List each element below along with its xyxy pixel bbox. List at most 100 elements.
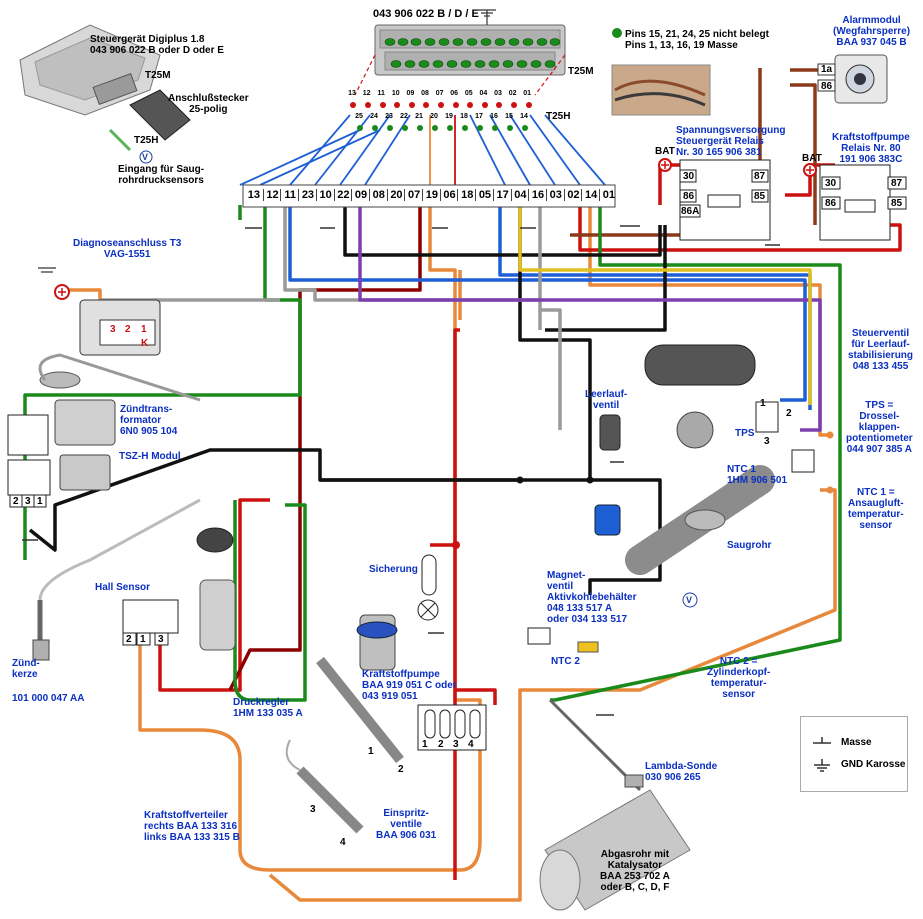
distributor [196,527,236,651]
connector-pin-16: 16 [528,189,547,201]
wire-red-fuse [430,328,460,547]
top-pin-07: 07 [435,90,444,97]
inj-pin-1: 1 [422,739,428,750]
top-pin-16: 16 [490,113,498,120]
alarm-module-label: Alarmmodul(Wegfahrsperre)BAA 937 045 B [833,15,911,48]
inj-pin-2: 2 [438,739,444,750]
top-pin-21: 21 [415,113,423,120]
wire-purple [358,205,822,432]
legend: Masse GND Karosse [800,716,908,792]
connector-pin-14: 14 [581,189,600,201]
top-pin-20: 20 [430,113,438,120]
lambda-sensor [548,698,644,792]
relay2-pin-30: 30 [825,178,837,189]
top-pin-17: 17 [475,113,483,120]
t25h-label-right: T25H [546,111,571,122]
tps-label: TPS [735,428,755,439]
ntc2-sensor [527,627,599,653]
injector-number-3: 3 [310,804,316,815]
connector-pin-20: 20 [386,189,406,201]
t25m-label-top: T25M [145,70,171,81]
top-pin-12: 12 [362,90,371,97]
injector-number-4: 4 [340,837,346,848]
bat-label-2: BAT [802,153,822,164]
injector-number-2: 2 [398,764,404,775]
wire-green-3 [233,205,307,702]
connector-mid-pins [350,102,532,131]
junction-red [452,541,460,549]
alarm-pin-86: 86 [821,81,833,92]
top-pin-19: 19 [445,113,453,120]
diag-pin-1: 1 [141,324,147,335]
injector-number-1: 1 [368,746,374,757]
relay-pump [803,163,907,241]
injector-block [417,704,487,751]
spark-plug-part: 101 000 047 AA [12,693,85,704]
top-pin-09: 09 [406,90,415,97]
ecu-photo [19,24,191,164]
wire-orange-main [138,205,482,872]
connector-pin-22: 22 [333,189,353,201]
t25m-label-connector: T25M [568,66,594,77]
fuse-label: Sicherung [369,564,418,575]
top-pin-02: 02 [508,90,517,97]
wire-blue [288,205,807,402]
ignition-transformer [38,353,201,446]
spark-plug [32,498,201,661]
connector-pin-08: 08 [368,189,388,201]
diag-pin-2: 2 [125,324,131,335]
connector-pin-10: 10 [315,189,335,201]
connector-pin-09: 09 [351,189,370,201]
top-pin-03: 03 [494,90,502,97]
top-connector-partno: 043 906 022 B / D / E [373,8,479,20]
diag-connector [38,267,161,356]
t25h-label-left: T25H [134,135,159,146]
top-pin-06: 06 [450,90,459,97]
hall-pin-1: 1 [140,634,146,645]
top-pin-14: 14 [520,113,528,120]
legend-gnd: GND Karosse [841,759,906,770]
relay-ecu [658,158,771,241]
connector-pin-04: 04 [510,189,530,201]
ground-symbols [22,225,780,716]
connector-top-green-pins [384,38,561,68]
throttle-body-illustration [599,344,775,575]
alarm-pin-1a: 1a [821,64,833,75]
top-pin-18: 18 [460,113,468,120]
tsz-label: TSZ-H Modul [119,451,181,462]
inj-pin-4: 4 [468,739,474,750]
legend-masse: Masse [841,737,872,748]
wire-black-2 [320,205,667,482]
wire-black [28,205,662,595]
exhaust-pipe [539,789,691,911]
relay1-pin-85: 85 [754,191,766,202]
connector-pin-11: 11 [280,189,299,201]
intake-signal-label: Eingang für Saug-rohrdrucksensors [118,164,205,186]
fuel-rail [285,656,404,834]
wire-red-hall [158,498,270,692]
wiring-photo [611,28,711,116]
tps-pin-1: 1 [760,398,766,409]
top-pin-22: 22 [400,113,408,120]
tps-pin-2: 2 [786,408,792,419]
wire-orange-right [268,205,837,902]
top-pin-23: 23 [385,113,393,120]
top-pin-25: 25 [355,113,363,120]
wire-darkred [228,205,422,691]
connector-pin-03: 03 [545,189,565,201]
junction-orange-2 [826,486,834,494]
wires [23,68,902,902]
ecu-connector-top [354,9,566,96]
top-pin-04: 04 [479,90,488,97]
ntc1-schematic [791,449,815,473]
wire-orange-diag [60,288,102,300]
